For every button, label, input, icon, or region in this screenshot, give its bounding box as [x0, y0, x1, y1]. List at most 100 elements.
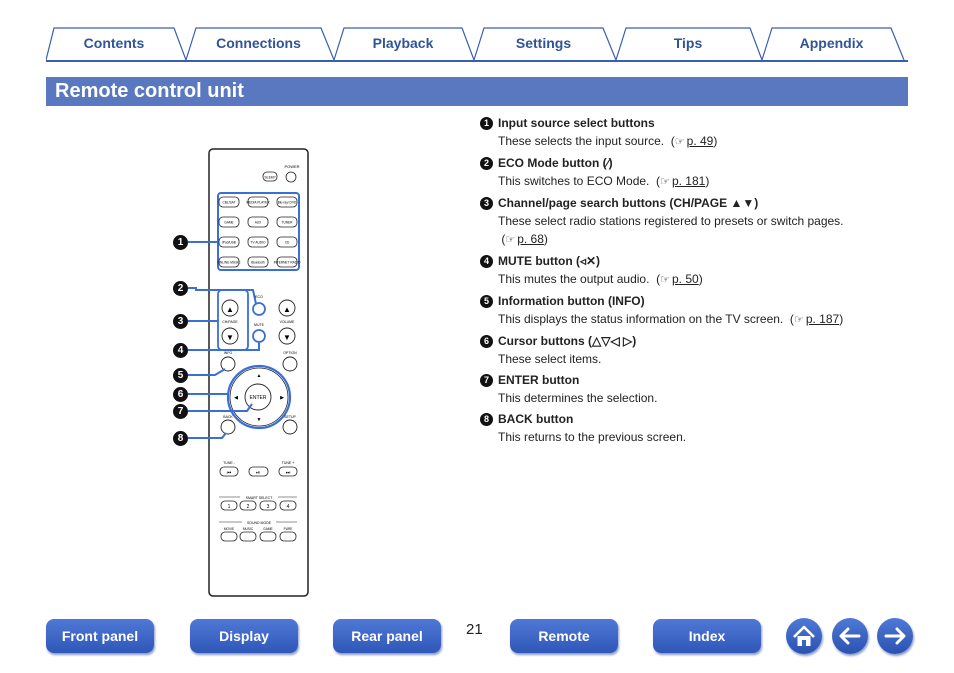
callout-8: 8 — [173, 431, 188, 446]
ch-up-button — [221, 299, 239, 317]
forward-nav-button[interactable] — [877, 618, 913, 654]
reference-icon: ☞ — [674, 136, 685, 148]
input-source-group — [217, 192, 300, 271]
setup-label: SETUP — [284, 415, 296, 419]
item-number: 3 — [480, 197, 493, 210]
callout-2: 2 — [173, 281, 188, 296]
smart-select-button — [239, 500, 257, 511]
sound-mode-label: PURE — [284, 527, 293, 531]
back-button — [220, 419, 236, 435]
index-button[interactable]: Index — [653, 619, 761, 653]
svg-text:▲: ▲ — [283, 305, 291, 314]
item-title: MUTE button (◃✕) — [498, 254, 601, 268]
page-ref-link[interactable]: p. 181 — [671, 174, 706, 188]
callout-leaders — [188, 241, 260, 439]
item-title: ENTER button — [498, 373, 580, 387]
smart-select-number: 3 — [267, 504, 270, 510]
page-ref-link[interactable]: p. 50 — [671, 272, 699, 286]
input-button-label: TUNER — [282, 220, 294, 224]
sound-mode-label: MOVIE — [224, 527, 234, 531]
smart-select-number: 4 — [287, 504, 290, 510]
tab-contents[interactable]: Contents — [83, 35, 145, 51]
tab-appendix[interactable]: Appendix — [799, 35, 864, 51]
volume-up-button — [278, 299, 296, 317]
callout-7: 7 — [173, 404, 188, 419]
sound-mode-button — [279, 531, 297, 542]
tab-playback[interactable]: Playback — [372, 35, 434, 51]
input-button — [247, 256, 269, 268]
item-number: 7 — [480, 374, 493, 387]
mute-label: MUTE — [254, 323, 265, 327]
input-button — [218, 196, 240, 208]
callout-6: 6 — [173, 387, 188, 402]
ch-page-label: CH/PAGE — [222, 320, 238, 324]
input-button-label: CD — [285, 240, 290, 244]
back-nav-button[interactable] — [832, 618, 868, 654]
page-ref-link[interactable]: p. 68 — [517, 232, 544, 246]
eco-label: ECO — [255, 295, 263, 299]
sound-mode-button — [239, 531, 257, 542]
item-title: BACK button — [498, 412, 574, 426]
svg-text:▼: ▼ — [226, 333, 234, 342]
svg-text:⏯: ⏯ — [256, 470, 260, 476]
input-button — [218, 256, 240, 268]
item-title: Cursor buttons (△▽◁ ▷) — [498, 334, 637, 348]
tab-outline — [46, 27, 908, 62]
volume-down-button — [278, 327, 296, 345]
home-button[interactable] — [786, 618, 822, 654]
remote-button[interactable]: Remote — [510, 619, 618, 653]
smart-select-button — [259, 500, 277, 511]
info-label: INFO — [224, 351, 233, 355]
input-button-label: TV AUDIO — [251, 240, 266, 244]
tab-connections[interactable]: Connections — [216, 35, 301, 51]
item-desc: This determines the selection. — [498, 391, 658, 405]
rear-panel-button[interactable]: Rear panel — [333, 619, 441, 653]
item-number: 1 — [480, 117, 493, 130]
tab-tips[interactable]: Tips — [673, 35, 703, 51]
page-ref-link[interactable]: p. 187 — [805, 312, 840, 326]
item-desc: These select items. — [498, 352, 602, 366]
item-number: 5 — [480, 295, 493, 308]
svg-text:⏮: ⏮ — [227, 470, 232, 476]
input-button — [276, 236, 298, 248]
page-ref-link[interactable]: p. 49 — [686, 134, 714, 148]
callout-4: 4 — [173, 343, 188, 358]
item-number: 4 — [480, 255, 493, 268]
input-button — [276, 196, 298, 208]
input-button — [247, 236, 269, 248]
front-panel-button[interactable]: Front panel — [46, 619, 154, 653]
smart-select-button — [279, 500, 297, 511]
input-button-label: Blu-ray/ DVD — [278, 200, 297, 204]
reference-icon: ☞ — [660, 274, 670, 286]
smart-select-number: 1 — [228, 504, 231, 510]
callout-5: 5 — [173, 368, 188, 383]
page-number: 21 — [466, 621, 483, 638]
svg-text:▲: ▲ — [257, 373, 262, 379]
input-button-label: iPod/USB — [222, 240, 236, 244]
input-button-label: INTERNET RADIO — [274, 260, 301, 264]
arrow-left-icon — [839, 627, 861, 645]
power-label: POWER — [284, 164, 299, 169]
item-7: 7 ENTER button This determines the select… — [480, 371, 900, 407]
bottom-nav: Front panel Display Rear panel 21 Remote… — [0, 618, 954, 658]
home-icon — [793, 625, 815, 646]
sleep-button — [262, 171, 278, 182]
next-button — [278, 466, 298, 477]
smart-select-label: SMART SELECT — [246, 496, 274, 500]
reference-icon: ☞ — [660, 176, 670, 188]
callout-3: 3 — [173, 314, 188, 329]
input-button-label: GAME — [224, 220, 233, 224]
mute-button — [252, 329, 266, 343]
tab-settings[interactable]: Settings — [515, 35, 572, 51]
enter-label: ENTER — [250, 395, 267, 401]
svg-text:▼: ▼ — [283, 333, 291, 342]
display-button[interactable]: Display — [190, 619, 298, 653]
prev-button — [219, 466, 239, 477]
ch-down-button — [221, 327, 239, 345]
